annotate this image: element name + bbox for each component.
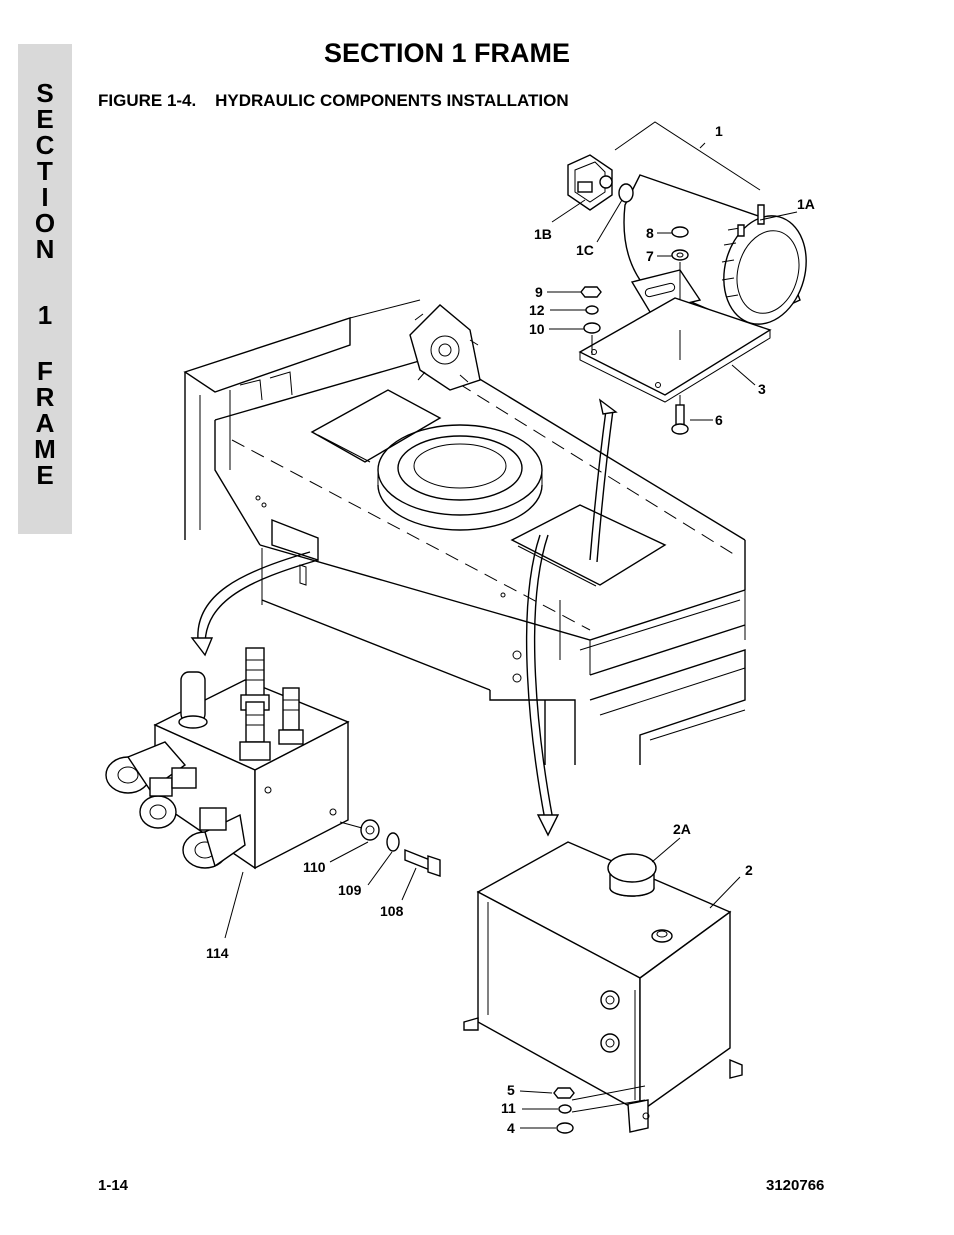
callout-2: 2 [745,862,753,878]
callout-1A: 1A [797,196,815,212]
callout-108: 108 [380,903,404,919]
side-tab-letter: 1 [37,300,53,330]
callout-1C: 1C [576,242,594,258]
document-number: 3120766 [766,1177,825,1194]
callout-10: 10 [529,321,545,337]
callout-9: 9 [535,284,543,300]
callout-6: 6 [715,412,723,428]
side-tab-letter: E [36,460,54,490]
callout-110: 110 [303,859,326,875]
callout-12: 12 [529,302,545,318]
callout-1: 1 [715,123,723,139]
side-tab-letter: A [35,408,55,438]
callout-1B: 1B [534,226,552,242]
callout-109: 109 [338,882,362,898]
callout-11: 11 [501,1100,516,1116]
direction-arrows [190,398,618,837]
pump-motor-assembly [567,121,807,435]
side-tab-letter: N [35,234,55,264]
hydraulic-tank-assembly [463,841,743,1134]
side-tab-letter: R [35,382,55,412]
frame-drawing [183,299,746,765]
side-tab-letter: I [41,182,49,212]
callout-5: 5 [507,1082,515,1098]
valve-block-assembly [105,647,441,877]
figure-caption: FIGURE 1-4. HYDRAULIC COMPONENTS INSTALL… [98,91,569,110]
leader-lines [224,142,798,1129]
side-tab-letter: S [36,78,54,108]
callout-labels: 1 1A 1B 1C 8 7 9 12 10 3 6 2A 2 110 109 … [206,123,815,1136]
side-tab-letter: F [37,356,53,386]
side-tab-letter: M [34,434,56,464]
side-tab-letter: C [35,130,55,160]
page-title: SECTION 1 FRAME [323,38,571,68]
side-tab-letter: E [36,104,54,134]
side-tab-letter: O [34,208,56,238]
callout-7: 7 [646,248,654,264]
callout-114: 114 [206,945,229,961]
callout-2A: 2A [673,821,691,837]
callout-4: 4 [507,1120,515,1136]
callout-8: 8 [646,225,654,241]
page-number: 1-14 [98,1177,129,1194]
section-side-tab: S E C T I O N 1 F R A M E [18,44,72,534]
side-tab-letter: T [37,156,53,186]
callout-3: 3 [758,381,766,397]
